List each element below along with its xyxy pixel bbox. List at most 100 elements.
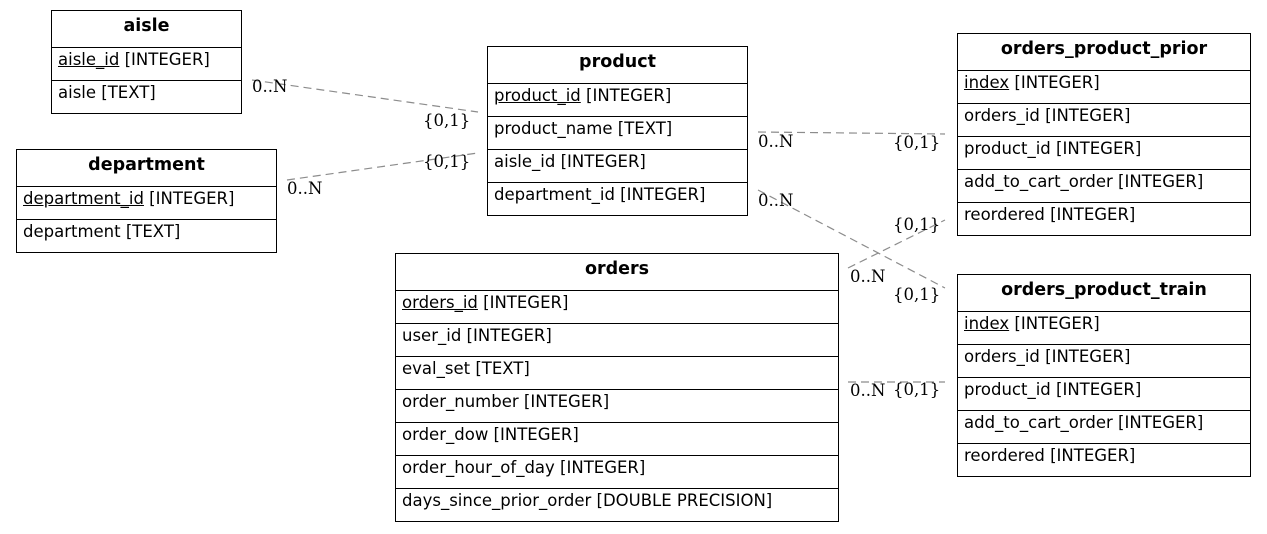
card-aisle-product-to: {0,1} bbox=[423, 111, 470, 130]
card-orders-prior-from: 0..N bbox=[850, 267, 885, 286]
field-type: [INTEGER] bbox=[1044, 446, 1136, 465]
field-type: [INTEGER] bbox=[477, 293, 569, 312]
field-name: product_id bbox=[964, 380, 1051, 399]
field-name: reordered bbox=[964, 205, 1045, 224]
field-type: [TEXT] bbox=[470, 359, 530, 378]
card-orders-train-from: 0..N bbox=[850, 381, 885, 400]
entity-aisle[interactable]: aisle aisle_id [INTEGER] aisle [TEXT] bbox=[51, 10, 242, 114]
field-row: product_id [INTEGER] bbox=[958, 378, 1250, 411]
entity-title: orders bbox=[396, 254, 838, 291]
field-type: [TEXT] bbox=[96, 83, 156, 102]
field-type: [INTEGER] bbox=[143, 189, 235, 208]
field-row: aisle_id [INTEGER] bbox=[488, 150, 747, 183]
field-row: days_since_prior_order [DOUBLE PRECISION… bbox=[396, 489, 838, 521]
primary-key-name: index bbox=[964, 314, 1010, 333]
field-name: department bbox=[23, 222, 121, 241]
field-row: product_id [INTEGER] bbox=[958, 137, 1250, 170]
field-name: product_id bbox=[964, 139, 1051, 158]
primary-key-name: orders_id bbox=[402, 293, 478, 312]
field-row: reordered [INTEGER] bbox=[958, 203, 1250, 235]
field-row: eval_set [TEXT] bbox=[396, 357, 838, 390]
primary-key-name: aisle_id bbox=[58, 50, 120, 69]
field-name: eval_set bbox=[402, 359, 471, 378]
field-row: aisle_id [INTEGER] bbox=[52, 48, 241, 81]
field-type: [TEXT] bbox=[120, 222, 181, 241]
entity-title: department bbox=[17, 150, 276, 187]
entity-orders-product-train[interactable]: orders_product_train index [INTEGER] ord… bbox=[957, 274, 1251, 477]
field-type: [INTEGER] bbox=[488, 425, 579, 444]
card-product-train-to: {0,1} bbox=[893, 285, 940, 304]
entity-orders[interactable]: orders orders_id [INTEGER] user_id [INTE… bbox=[395, 253, 839, 522]
entity-product[interactable]: product product_id [INTEGER] product_nam… bbox=[487, 46, 748, 216]
card-department-product-to: {0,1} bbox=[423, 152, 470, 171]
field-row: product_name [TEXT] bbox=[488, 117, 747, 150]
field-row: orders_id [INTEGER] bbox=[396, 291, 838, 324]
field-type: [INTEGER] bbox=[554, 458, 646, 477]
field-type: [DOUBLE PRECISION] bbox=[591, 491, 773, 510]
card-department-product-from: 0..N bbox=[287, 179, 322, 198]
field-row: add_to_cart_order [INTEGER] bbox=[958, 411, 1250, 444]
card-aisle-product-from: 0..N bbox=[252, 77, 287, 96]
field-type: [INTEGER] bbox=[1112, 172, 1204, 191]
field-name: order_dow bbox=[402, 425, 489, 444]
field-name: reordered bbox=[964, 446, 1045, 465]
primary-key-name: department_id bbox=[23, 189, 144, 208]
field-name: orders_id bbox=[964, 347, 1040, 366]
field-type: [INTEGER] bbox=[614, 185, 706, 204]
field-row: department_id [INTEGER] bbox=[488, 183, 747, 215]
field-row: product_id [INTEGER] bbox=[488, 84, 747, 117]
primary-key-name: product_id bbox=[494, 86, 581, 105]
card-product-prior-from: 0..N bbox=[758, 132, 793, 151]
field-row: index [INTEGER] bbox=[958, 71, 1250, 104]
field-row: department [TEXT] bbox=[17, 220, 276, 252]
field-type: [INTEGER] bbox=[1112, 413, 1204, 432]
field-row: reordered [INTEGER] bbox=[958, 444, 1250, 476]
field-name: order_number bbox=[402, 392, 519, 411]
field-row: order_number [INTEGER] bbox=[396, 390, 838, 423]
field-type: [INTEGER] bbox=[518, 392, 610, 411]
field-name: aisle bbox=[58, 83, 97, 102]
field-name: aisle_id bbox=[494, 152, 556, 171]
field-name: add_to_cart_order bbox=[964, 413, 1113, 432]
field-row: order_dow [INTEGER] bbox=[396, 423, 838, 456]
card-product-prior-to: {0,1} bbox=[893, 133, 940, 152]
field-row: orders_id [INTEGER] bbox=[958, 345, 1250, 378]
field-type: [INTEGER] bbox=[1039, 347, 1131, 366]
entity-department[interactable]: department department_id [INTEGER] depar… bbox=[16, 149, 277, 253]
field-name: department_id bbox=[494, 185, 615, 204]
field-type: [INTEGER] bbox=[1009, 73, 1100, 92]
field-name: days_since_prior_order bbox=[402, 491, 592, 510]
field-name: user_id bbox=[402, 326, 462, 345]
link-department-product bbox=[286, 152, 479, 181]
field-type: [TEXT] bbox=[612, 119, 673, 138]
field-row: order_hour_of_day [INTEGER] bbox=[396, 456, 838, 489]
link-product-train bbox=[757, 189, 946, 289]
card-orders-prior-to: {0,1} bbox=[893, 215, 940, 234]
field-type: [INTEGER] bbox=[461, 326, 552, 345]
primary-key-name: index bbox=[964, 73, 1010, 92]
field-type: [INTEGER] bbox=[555, 152, 646, 171]
field-type: [INTEGER] bbox=[1050, 380, 1142, 399]
field-row: orders_id [INTEGER] bbox=[958, 104, 1250, 137]
field-type: [INTEGER] bbox=[1009, 314, 1100, 333]
entity-title: product bbox=[488, 47, 747, 84]
entity-title: aisle bbox=[52, 11, 241, 48]
field-name: product_name bbox=[494, 119, 613, 138]
field-name: add_to_cart_order bbox=[964, 172, 1113, 191]
field-type: [INTEGER] bbox=[1050, 139, 1142, 158]
field-row: index [INTEGER] bbox=[958, 312, 1250, 345]
card-orders-train-to: {0,1} bbox=[893, 380, 940, 399]
field-row: add_to_cart_order [INTEGER] bbox=[958, 170, 1250, 203]
entity-title: orders_product_prior bbox=[958, 34, 1250, 71]
entity-orders-product-prior[interactable]: orders_product_prior index [INTEGER] ord… bbox=[957, 33, 1251, 236]
field-row: department_id [INTEGER] bbox=[17, 187, 276, 220]
field-name: orders_id bbox=[964, 106, 1040, 125]
field-type: [INTEGER] bbox=[1039, 106, 1131, 125]
link-orders-prior bbox=[847, 219, 946, 269]
field-type: [INTEGER] bbox=[580, 86, 672, 105]
field-type: [INTEGER] bbox=[1044, 205, 1136, 224]
card-product-train-from: 0..N bbox=[758, 191, 793, 210]
field-type: [INTEGER] bbox=[119, 50, 210, 69]
